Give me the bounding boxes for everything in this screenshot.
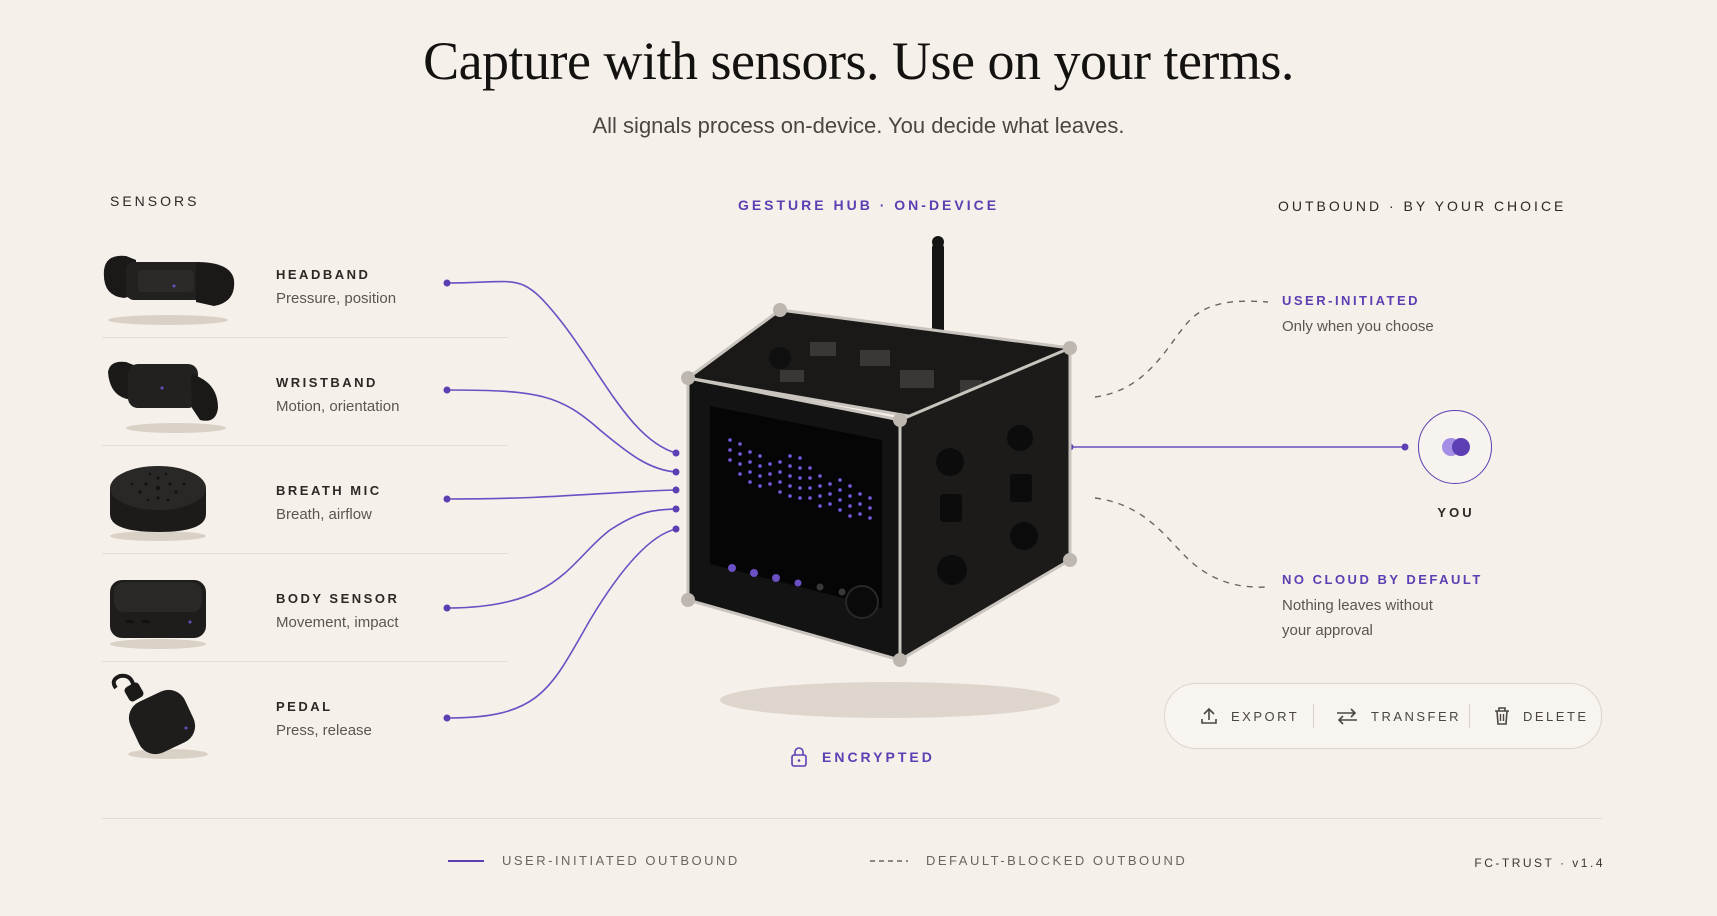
sensor-name: HEADBAND <box>276 267 371 282</box>
sensor-desc: Press, release <box>276 722 372 739</box>
waveform-display <box>728 438 872 520</box>
knob-icon <box>845 585 879 619</box>
page-subtitle: All signals process on-device. You decid… <box>592 113 1125 138</box>
no-cloud-label: NO CLOUD BY DEFAULT <box>1282 572 1483 587</box>
transfer-button[interactable]: TRANSFER <box>1335 684 1461 748</box>
data-actions-bar: EXPORT TRANSFER DELETE <box>1164 683 1602 749</box>
sensor-row-headband[interactable]: HEADBAND Pressure, position <box>96 230 508 338</box>
legend-user-initiated: USER-INITIATED OUTBOUND <box>448 853 740 868</box>
sensor-name: PEDAL <box>276 699 333 714</box>
sensor-row-wristband[interactable]: WRISTBAND Motion, orientation <box>96 338 508 446</box>
page-title: Capture with sensors. Use on your terms. <box>423 31 1294 91</box>
dashed-line-swatch <box>870 859 908 862</box>
wristband-icon <box>108 361 226 433</box>
sensor-row-breath-mic[interactable]: BREATH MIC Breath, airflow <box>96 446 508 554</box>
delete-button[interactable]: DELETE <box>1493 684 1589 748</box>
legend-dashed-label: DEFAULT-BLOCKED OUTBOUND <box>926 853 1188 868</box>
wristband-connector <box>446 389 677 473</box>
encrypted-badge: ENCRYPTED <box>790 746 935 768</box>
no-cloud-dashed <box>1094 497 1269 588</box>
user-initiated-dashed <box>1094 300 1269 398</box>
transfer-label: TRANSFER <box>1371 708 1462 724</box>
hub-heading: GESTURE HUB · ON-DEVICE <box>737 197 1000 213</box>
pedal-connector <box>446 528 677 719</box>
sensor-row-pedal[interactable]: PEDAL Press, release <box>96 662 508 770</box>
trash-icon <box>1495 707 1509 725</box>
sensors-heading: SENSORS <box>110 193 200 209</box>
outbound-heading: OUTBOUND · BY YOUR CHOICE <box>1278 198 1567 214</box>
gesture-hub-device <box>681 236 1077 718</box>
solid-line-swatch <box>448 859 484 862</box>
delete-label: DELETE <box>1523 708 1589 724</box>
you-avatar[interactable] <box>1418 410 1492 484</box>
no-cloud-desc-line2: your approval <box>1282 622 1373 639</box>
headband-icon <box>103 255 235 325</box>
legend-solid-label: USER-INITIATED OUTBOUND <box>502 853 740 868</box>
user-initiated-label: USER-INITIATED <box>1282 293 1421 308</box>
sensor-desc: Pressure, position <box>276 290 397 307</box>
sensor-name: BODY SENSOR <box>276 591 400 606</box>
legend-default-blocked: DEFAULT-BLOCKED OUTBOUND <box>870 853 1187 868</box>
sensor-row-body-sensor[interactable]: BODY SENSOR Movement, impact <box>96 554 508 662</box>
lock-icon <box>791 747 807 767</box>
upload-icon <box>1201 707 1217 724</box>
no-cloud-desc-line1: Nothing leaves without <box>1282 597 1433 614</box>
sensor-desc: Motion, orientation <box>276 398 400 415</box>
footer-divider <box>102 818 1602 819</box>
arrows-swap-icon <box>1337 708 1357 725</box>
pedal-icon <box>111 673 208 759</box>
sensor-desc: Breath, airflow <box>276 506 372 523</box>
antenna-icon <box>932 242 944 352</box>
encrypted-label: ENCRYPTED <box>822 749 935 765</box>
user-initiated-desc: Only when you choose <box>1282 318 1434 335</box>
breath-mic-connector <box>446 489 677 500</box>
version-tag: FC-TRUST · v1.4 <box>1474 856 1605 870</box>
breath-mic-icon <box>110 466 206 541</box>
body-sensor-connector <box>446 508 677 609</box>
export-label: EXPORT <box>1231 708 1300 724</box>
sensor-name: BREATH MIC <box>276 483 382 498</box>
sensor-desc: Movement, impact <box>276 614 399 631</box>
export-button[interactable]: EXPORT <box>1199 684 1299 748</box>
sensor-name: WRISTBAND <box>276 375 378 390</box>
body-sensor-icon <box>110 580 206 649</box>
you-icon <box>1442 438 1470 456</box>
you-label: YOU <box>1437 505 1475 520</box>
headband-connector <box>446 280 677 454</box>
